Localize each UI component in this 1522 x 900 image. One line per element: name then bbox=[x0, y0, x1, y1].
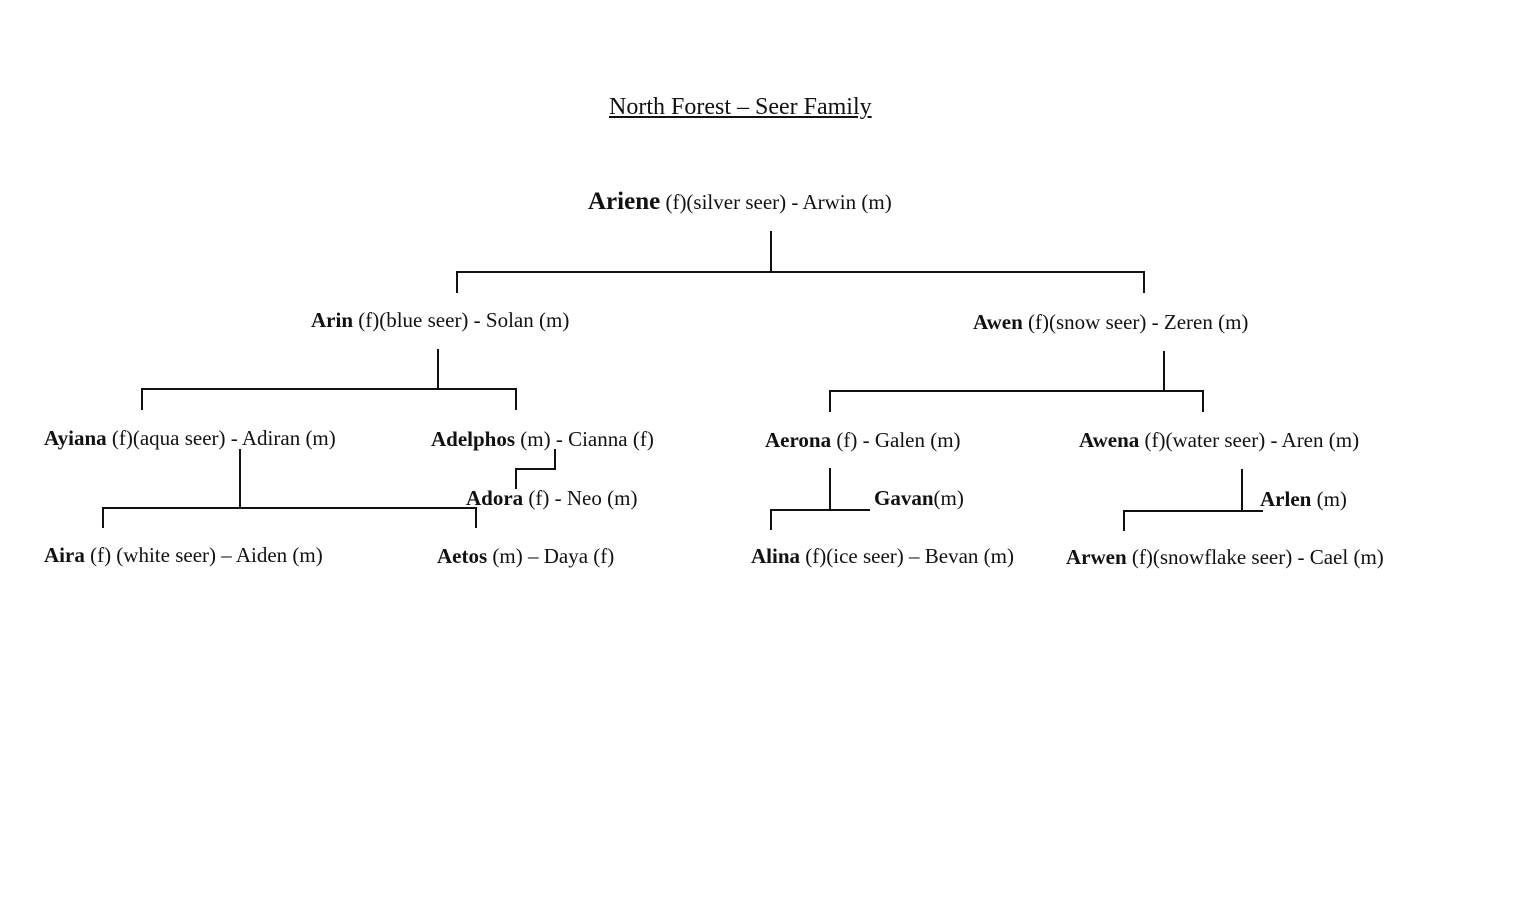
person-name: Adelphos bbox=[431, 427, 516, 451]
person-awen: Awen (f)(snow seer) - Zeren (m) bbox=[973, 312, 1248, 333]
person-detail: (m) – Daya (f) bbox=[487, 544, 615, 568]
person-name: Awena bbox=[1079, 428, 1140, 452]
person-arin: Arin (f)(blue seer) - Solan (m) bbox=[311, 310, 569, 331]
person-detail: (f)(aqua seer) - Adiran (m) bbox=[106, 426, 336, 450]
person-alina: Alina (f)(ice seer) – Bevan (m) bbox=[751, 546, 1014, 567]
person-aetos: Aetos (m) – Daya (f) bbox=[437, 546, 614, 567]
person-name: Alina bbox=[751, 544, 801, 568]
person-aerona: Aerona (f) - Galen (m) bbox=[765, 430, 961, 451]
person-awena: Awena (f)(water seer) - Aren (m) bbox=[1079, 430, 1359, 451]
person-name: Adora bbox=[466, 486, 524, 510]
person-detail: (f) - Galen (m) bbox=[831, 428, 961, 452]
person-detail: (f)(ice seer) – Bevan (m) bbox=[800, 544, 1014, 568]
diagram-title: North Forest – Seer Family bbox=[609, 94, 872, 120]
person-detail: (f) (white seer) – Aiden (m) bbox=[84, 543, 323, 567]
person-name: Arwen bbox=[1066, 545, 1127, 569]
person-detail: (f)(snowflake seer) - Cael (m) bbox=[1126, 545, 1384, 569]
person-detail: (m) bbox=[933, 486, 964, 510]
person-detail: (m) bbox=[1311, 487, 1347, 511]
person-arlen: Arlen (m) bbox=[1260, 489, 1347, 510]
person-name: Arin bbox=[311, 308, 353, 332]
person-detail: (m) - Cianna (f) bbox=[515, 427, 654, 451]
person-aira: Aira (f) (white seer) – Aiden (m) bbox=[44, 545, 323, 566]
person-name: Arlen bbox=[1260, 487, 1312, 511]
person-name: Aira bbox=[44, 543, 85, 567]
person-adelphos: Adelphos (m) - Cianna (f) bbox=[431, 429, 654, 450]
person-detail: (f)(snow seer) - Zeren (m) bbox=[1022, 310, 1249, 334]
person-adora: Adora (f) - Neo (m) bbox=[466, 488, 637, 509]
person-name: Ariene bbox=[588, 188, 661, 215]
person-ariene: Ariene (f)(silver seer) - Arwin (m) bbox=[588, 189, 892, 214]
person-name: Aetos bbox=[437, 544, 488, 568]
person-name: Aerona bbox=[765, 428, 832, 452]
person-detail: (f) - Neo (m) bbox=[523, 486, 638, 510]
person-detail: (f)(water seer) - Aren (m) bbox=[1139, 428, 1360, 452]
person-gavan: Gavan(m) bbox=[874, 488, 964, 509]
person-name: Ayiana bbox=[44, 426, 107, 450]
person-arwen: Arwen (f)(snowflake seer) - Cael (m) bbox=[1066, 547, 1384, 568]
person-detail: (f)(blue seer) - Solan (m) bbox=[353, 308, 570, 332]
person-name: Gavan bbox=[874, 486, 934, 510]
person-name: Awen bbox=[973, 310, 1023, 334]
person-ayiana: Ayiana (f)(aqua seer) - Adiran (m) bbox=[44, 428, 336, 449]
person-detail: (f)(silver seer) - Arwin (m) bbox=[660, 190, 892, 214]
